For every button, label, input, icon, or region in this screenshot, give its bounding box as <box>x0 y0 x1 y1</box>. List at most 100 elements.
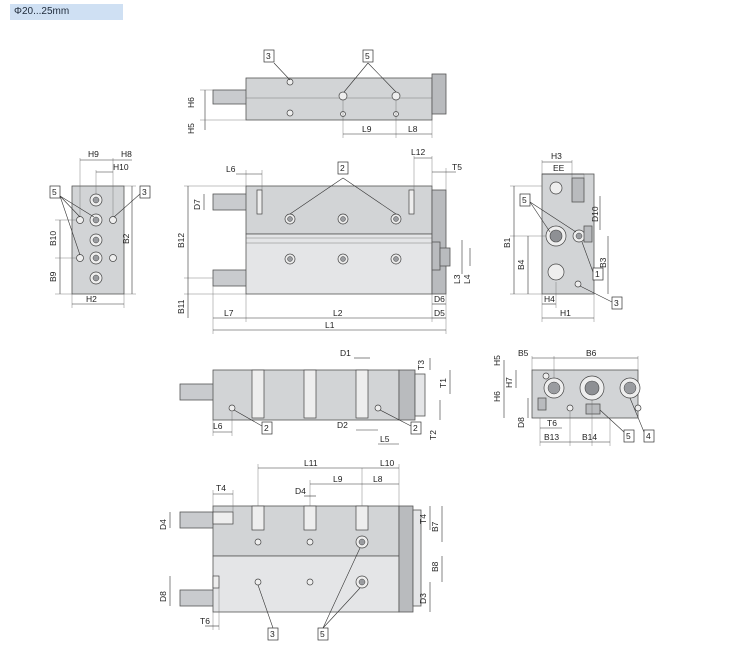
dim-H6: H6 <box>492 391 502 402</box>
callout-label: 5 <box>626 431 631 441</box>
dim-T4-right: T4 <box>418 514 428 524</box>
callout-label: 2 <box>264 423 269 433</box>
dim-D7: D7 <box>192 199 202 210</box>
callout-4 <box>643 429 655 443</box>
dim-B4: B4 <box>516 259 526 270</box>
dim-D1: D1 <box>340 348 351 358</box>
mount-hole <box>76 254 84 262</box>
dim-D4-side: D4 <box>158 519 168 530</box>
piston-rod <box>179 383 215 401</box>
threaded-hole <box>355 505 369 531</box>
piston-rod <box>212 89 248 105</box>
dim-B9: B9 <box>48 271 58 282</box>
dim-H1: H1 <box>560 308 571 318</box>
threaded-hole <box>303 505 317 531</box>
dim-EE: EE <box>553 163 565 173</box>
dim-L7: L7 <box>224 308 234 318</box>
callout-2 <box>261 421 273 435</box>
piston-rod-upper <box>179 511 215 529</box>
dim-D5: L4 <box>462 274 472 284</box>
dim-L10: L10 <box>380 458 394 468</box>
dim-T6: T6 <box>547 418 557 428</box>
dim-T6: T6 <box>200 616 210 626</box>
dim-B13: B13 <box>544 432 559 442</box>
cylinder-body <box>245 77 433 121</box>
mount-hole <box>76 216 84 224</box>
dim-D6: L3 <box>452 274 462 284</box>
callout-label: 1 <box>595 269 600 279</box>
callout-2 <box>337 161 349 175</box>
dim-B7: B7 <box>430 521 440 532</box>
callout-1 <box>592 267 604 281</box>
dim-B14: B14 <box>582 432 597 442</box>
end-view-left: H9 H8 H10 B10 B9 B2 H2 5 3 <box>48 149 151 308</box>
port-hole <box>286 109 294 117</box>
dim-L2: L2 <box>333 308 343 318</box>
callout-label: 5 <box>365 51 370 61</box>
dim-D8: D8 <box>516 417 526 428</box>
size-range-tag: Φ20...25mm <box>10 4 123 20</box>
dim-L6: L6 <box>213 421 223 431</box>
dim-B3: B3 <box>598 257 608 268</box>
dim-L11: L11 <box>304 458 318 468</box>
dim-L5: L5 <box>380 434 390 444</box>
callout-5 <box>362 49 374 63</box>
dim-D3: D3 <box>418 593 428 604</box>
callout-label: 3 <box>270 629 275 639</box>
end-view-right: H3 EE D10 B1 B4 B3 H4 H1 5 1 3 <box>502 151 623 322</box>
dim-D4: D4 <box>295 486 306 496</box>
threaded-hole <box>251 505 265 531</box>
dim-L1: L1 <box>325 320 335 330</box>
callout-label: 4 <box>646 431 651 441</box>
dim-L12: L12 <box>411 147 425 157</box>
dim-B6: B6 <box>586 348 597 358</box>
threaded-hole <box>303 369 317 419</box>
dim-H3: H3 <box>551 151 562 161</box>
dim-H5: H5 <box>186 123 196 134</box>
cylinder-lower <box>245 233 433 295</box>
dim-H9: H9 <box>88 149 99 159</box>
dim-H6: H6 <box>186 97 196 108</box>
piston-rod-lower <box>179 589 215 607</box>
callout-label: 5 <box>52 187 57 197</box>
dim-T1: T1 <box>438 378 448 388</box>
callout-label: 5 <box>522 195 527 205</box>
dim-L8: L8 <box>373 474 383 484</box>
dim-L9: L9 <box>362 124 372 134</box>
mount-hole <box>338 91 348 101</box>
dim-T3: T3 <box>416 360 426 370</box>
callout-3 <box>139 185 151 199</box>
callout-2 <box>410 421 422 435</box>
piston-rod-lower <box>212 269 248 287</box>
dim-T5: T5 <box>452 162 462 172</box>
dim-B1: B1 <box>502 237 512 248</box>
dim-L3: D6 <box>434 294 445 304</box>
dim-H2: H2 <box>86 294 97 304</box>
piston-rod-upper <box>212 193 248 211</box>
dim-B8: B8 <box>430 561 440 572</box>
section-view: D1 T3 T1 L6 D2 L5 T2 2 2 <box>179 348 451 445</box>
dim-L6: L6 <box>226 164 236 174</box>
dim-H10: H10 <box>113 162 129 172</box>
dim-L9: L9 <box>333 474 343 484</box>
dim-D8: D8 <box>158 591 168 602</box>
callout-5 <box>519 193 531 207</box>
main-side-view: L6 L12 T5 D7 B12 B11 L3 L4 L7 L2 D6 <box>176 147 472 334</box>
callout-3 <box>611 296 623 310</box>
mount-hole <box>391 91 401 101</box>
dim-T2: T2 <box>428 430 438 440</box>
dim-H5: H5 <box>492 355 502 366</box>
dim-L4: D5 <box>434 308 445 318</box>
mount-hole <box>109 254 117 262</box>
dim-H7: H7 <box>504 377 514 388</box>
rear-view: H5 H7 H6 D8 B5 B6 T6 B13 B14 5 4 <box>492 348 655 446</box>
port-hole <box>286 78 294 86</box>
dim-T4: T4 <box>216 483 226 493</box>
callout-label: 3 <box>614 298 619 308</box>
dim-B11: B11 <box>176 299 186 314</box>
dim-D2: D2 <box>337 420 348 430</box>
top-view: H6 H5 L9 L8 3 5 <box>186 49 447 138</box>
callout-5 <box>49 185 61 199</box>
callout-label: 2 <box>413 423 418 433</box>
